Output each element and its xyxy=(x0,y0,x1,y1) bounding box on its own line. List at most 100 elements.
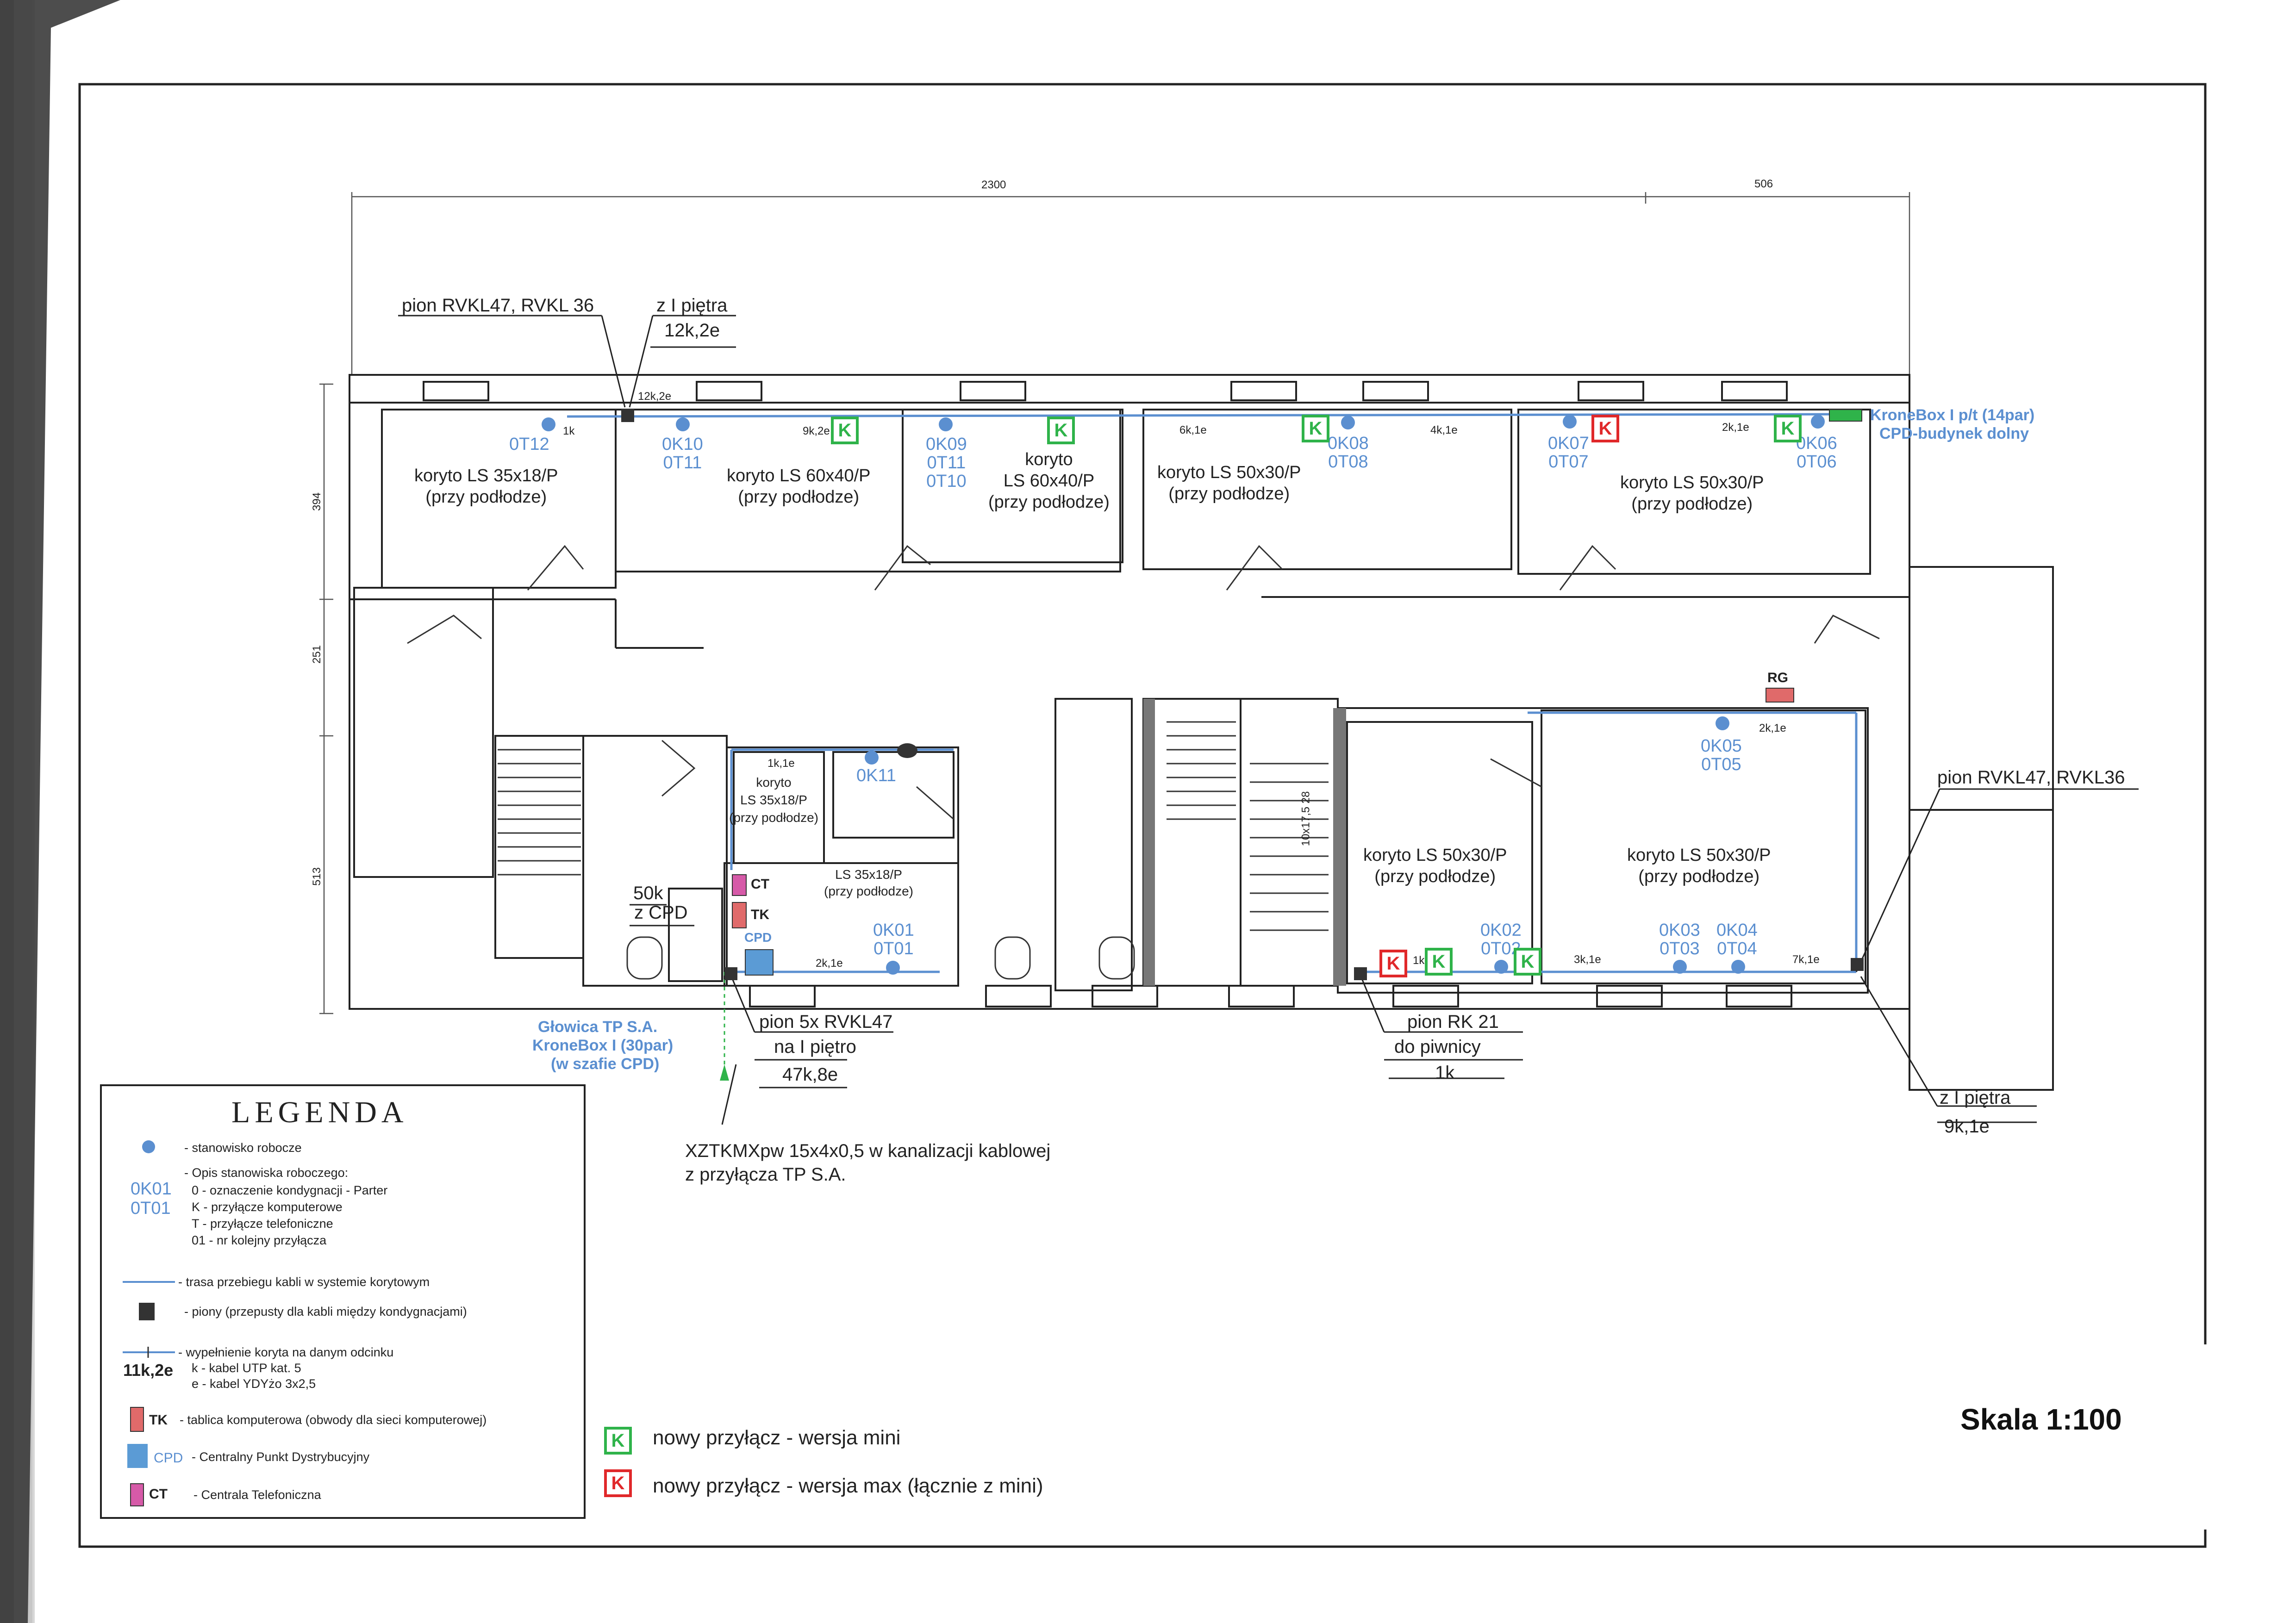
workstation-dot xyxy=(1811,415,1825,429)
legend-tk-swatch xyxy=(130,1407,144,1432)
dimension-lines xyxy=(319,192,1910,1014)
seg-7k1e: 7k,1e xyxy=(1792,953,1820,966)
legend-stanowisko: - stanowisko robocze xyxy=(184,1141,302,1155)
callout-krone-top-1: KroneBox I p/t (14par) xyxy=(1870,406,2035,424)
workstation-dot xyxy=(886,961,900,975)
stair-wall-2 xyxy=(1333,708,1346,986)
connector-mini: K xyxy=(1302,415,1329,442)
room-label: koryto LS 60x40/P(przy podłodze) xyxy=(727,466,871,507)
toilets xyxy=(626,936,1135,980)
seg-2k1e-rg: 2k,1e xyxy=(1759,722,1786,734)
legend-cpd-desc: - Centralny Punkt Dystrybucyjny xyxy=(192,1450,370,1464)
seg-2k1e-top: 2k,1e xyxy=(1722,421,1749,434)
leader-lines xyxy=(398,315,2139,1125)
legend-wyp-val: 11k,2e xyxy=(123,1361,174,1380)
seg-6k1e: 6k,1e xyxy=(1179,424,1207,436)
workstation-dot xyxy=(1731,960,1745,974)
callout-glowica-1: Głowica TP S.A. xyxy=(538,1018,658,1036)
callout-pion-right: pion RVKL47, RVKL36 xyxy=(1937,767,2125,788)
room-label: koryto LS 50x30/P(przy podłodze) xyxy=(1363,846,1507,886)
legend-riser-sq xyxy=(139,1303,155,1320)
legend-tk-label: TK xyxy=(149,1412,168,1428)
door-swings xyxy=(407,545,1880,820)
label-cpd: CPD xyxy=(744,930,772,945)
risers xyxy=(621,409,1864,980)
callout-50k: 50k xyxy=(633,883,663,903)
workstation-dot xyxy=(865,751,879,765)
room-label: koryto LS 35x18/P(przy podłodze) xyxy=(414,466,558,507)
workstation-dot xyxy=(1716,716,1729,730)
k-legend-mini-icon: K xyxy=(604,1427,632,1455)
legend-piony: - piony (przepusty dla kabli między kond… xyxy=(184,1305,467,1318)
seg-1k: 1k xyxy=(563,425,575,437)
legend-opis: - Opis stanowiska roboczego: xyxy=(184,1166,349,1180)
tp-feed-arrow xyxy=(720,1064,729,1081)
legend-opis-t: T - przyłącze telefoniczne xyxy=(192,1217,333,1231)
stair-label: 10x17,5 28 xyxy=(1299,791,1312,846)
workstation-dot xyxy=(1563,415,1577,429)
workstation-code: 0K11 xyxy=(856,766,896,785)
legend-dot xyxy=(142,1140,155,1153)
legend-cpd-swatch xyxy=(127,1444,148,1468)
building-walls xyxy=(349,374,2054,1091)
legend-code-k: 0K01 xyxy=(131,1179,172,1199)
room-label: koryto LS 50x30/P(przy podłodze) xyxy=(1157,463,1301,504)
room-label: koryto LS 50x30/P(przy podłodze) xyxy=(1627,846,1771,886)
kronebox-top-block xyxy=(1829,409,1862,422)
cpd-block xyxy=(745,949,774,976)
legend-opis-01: 01 - nr kolejny przyłącza xyxy=(192,1233,327,1247)
connector-mini: K xyxy=(1047,417,1075,444)
legend-wypelnienie: - wypełnienie koryta na danym odcinku xyxy=(178,1345,394,1359)
callout-z-pietra-right-val: 9k,1e xyxy=(1944,1116,1990,1137)
legend-tk-desc: - tablica komputerowa (obwody dla sieci … xyxy=(180,1413,487,1427)
legend-ct-swatch xyxy=(130,1483,144,1506)
seg-2k1e-cpd: 2k,1e xyxy=(816,957,843,970)
dim-top-right: 506 xyxy=(1754,178,1773,190)
callout-z-pietra-top: z I piętra xyxy=(656,295,728,316)
legend-wyp-e: e - kabel YDYżo 3x2,5 xyxy=(192,1377,316,1391)
legend-code-t: 0T01 xyxy=(131,1199,171,1218)
k-legend-max: nowy przyłącz - wersja max (łącznie z mi… xyxy=(653,1474,1043,1497)
dim-left-2: 251 xyxy=(311,645,324,664)
workstation-dot xyxy=(1494,960,1508,974)
seg-4k1e: 4k,1e xyxy=(1430,424,1458,436)
callout-pion-rk: pion RK 21 xyxy=(1407,1012,1499,1032)
sheet-frame xyxy=(78,83,2207,1548)
callout-do-piwnicy-val: 1k xyxy=(1435,1063,1455,1083)
legend-cpd-label: CPD xyxy=(154,1450,183,1466)
legend-trasa: - trasa przebiegu kabli w systemie koryt… xyxy=(178,1275,430,1289)
callout-na-pietro: na I piętro xyxy=(774,1037,856,1057)
stairs xyxy=(498,721,1329,931)
connector-max: K xyxy=(1591,415,1619,442)
k-legend-mini: nowy przyłącz - wersja mini xyxy=(653,1426,901,1449)
legend-wyp-k: k - kabel UTP kat. 5 xyxy=(192,1361,301,1375)
seg-3k1e: 3k,1e xyxy=(1574,953,1601,966)
dim-left-1: 394 xyxy=(311,492,324,511)
seg-9k2e: 9k,2e xyxy=(803,425,830,437)
connector-mini: K xyxy=(1425,948,1453,976)
connector-max: K xyxy=(1379,950,1407,977)
room-label: LS 35x18/P(przy podłodze) xyxy=(824,867,913,898)
workstation-dot xyxy=(1341,416,1355,429)
workstation-code: 0T12 xyxy=(509,435,549,454)
seg-1k1e: 1k,1e xyxy=(767,757,795,770)
scale-label: Skala 1:100 xyxy=(1960,1403,2122,1436)
label-rg: RG xyxy=(1767,670,1788,685)
connector-mini: K xyxy=(831,417,859,444)
k-legend-max-icon: K xyxy=(604,1469,632,1497)
callout-z-cpd: z CPD xyxy=(634,902,688,923)
callout-xztkm-1: XZTKMXpw 15x4x0,5 w kanalizacji kablowej xyxy=(685,1141,1051,1161)
callout-xztkm-2: z przyłącza TP S.A. xyxy=(685,1164,846,1185)
rg-block xyxy=(1766,688,1794,703)
